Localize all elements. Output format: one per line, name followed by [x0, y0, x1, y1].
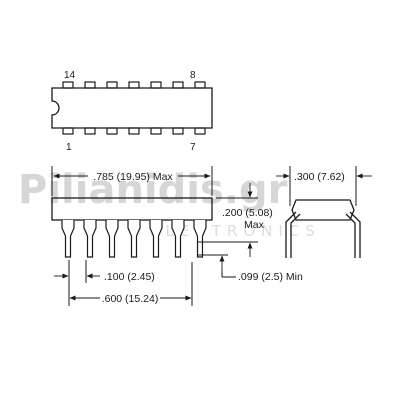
end-view-body	[291, 199, 355, 221]
side-lead	[105, 220, 119, 258]
watermark-brand: Pilianidis.gr	[18, 167, 288, 213]
top-pin-lower	[62, 127, 74, 135]
side-lead	[127, 220, 141, 258]
dim-end-width: .300 (7.62)	[294, 171, 345, 183]
top-view-body	[51, 87, 213, 129]
top-pin-upper	[172, 81, 184, 89]
top-pin-upper	[106, 81, 118, 89]
dim-seated-height: .200 (5.08)	[222, 207, 273, 219]
dim-lead-length: .099 (2.5) Min	[238, 271, 303, 283]
pin-label-14: 14	[64, 70, 76, 81]
end-view-lead-left	[285, 211, 297, 258]
top-pin-lower	[150, 127, 162, 135]
dim-seated-height-max: Max	[244, 219, 265, 231]
top-pin-lower	[128, 127, 140, 135]
top-pin-lower	[84, 127, 96, 135]
top-pin-lower	[172, 127, 184, 135]
end-view: .300 (7.62)	[276, 166, 372, 258]
dim-pin-pitch: .100 (2.45)	[104, 271, 155, 283]
top-pin-upper	[128, 81, 140, 89]
top-pin-upper	[194, 81, 206, 89]
pin-label-1: 1	[66, 142, 72, 153]
side-lead	[61, 220, 75, 258]
side-view: .785 (19.95) Max .200 (5.08) Max .099 (2…	[51, 166, 303, 306]
side-view-leads	[61, 220, 207, 258]
top-view-upper-pins	[62, 81, 206, 89]
side-lead	[83, 220, 97, 258]
side-lead	[149, 220, 163, 258]
top-view: 14 8 1 7	[51, 70, 213, 153]
top-pin-lower	[106, 127, 118, 135]
watermark: Pilianidis.gr ELECTRONICS	[18, 167, 321, 240]
side-lead	[171, 220, 185, 258]
pin-label-8: 8	[190, 70, 196, 81]
dim-row-span: .600 (15.24)	[102, 293, 159, 305]
top-view-lower-pins	[62, 127, 206, 135]
pin-label-7: 7	[190, 142, 196, 153]
end-view-lead-right-inner	[345, 213, 356, 258]
side-lead	[193, 220, 207, 258]
end-view-lead-right	[349, 211, 361, 258]
top-pin-lower	[194, 127, 206, 135]
end-view-lead-left-inner	[290, 213, 301, 258]
top-pin-upper	[150, 81, 162, 89]
top-pin-upper	[84, 81, 96, 89]
top-pin-upper	[62, 81, 74, 89]
dim-body-length: .785 (19.95) Max	[93, 171, 173, 183]
watermark-subtitle: ELECTRONICS	[150, 222, 321, 240]
